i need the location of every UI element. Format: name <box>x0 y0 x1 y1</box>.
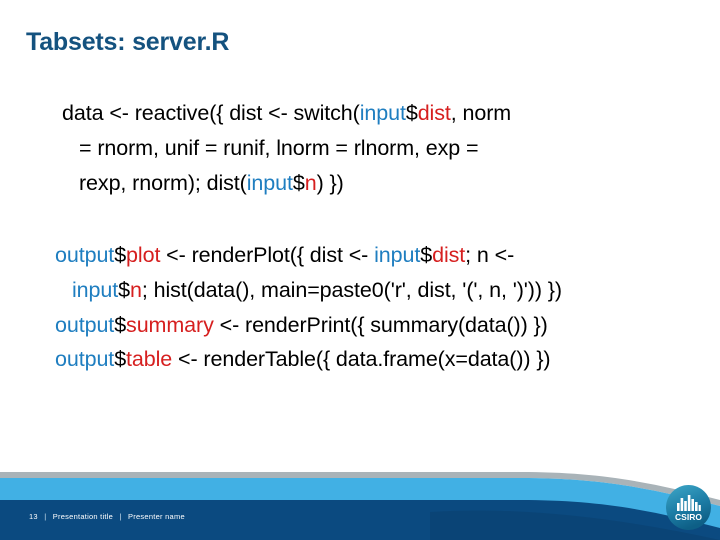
code-token: output <box>55 243 115 267</box>
footer-light-blue-band <box>0 478 720 532</box>
code-token: <- renderTable({ data.frame(x=data()) }) <box>172 347 551 372</box>
code-token: rexp, rnorm); dist( <box>79 170 247 195</box>
code-token: plot <box>126 243 161 267</box>
footer-navy-accent <box>430 510 720 540</box>
code-token: $ <box>114 312 127 337</box>
code-line: = rnorm, unif = runif, lnorm = rlnorm, e… <box>62 131 687 166</box>
code-block-outputs: output$plot <- renderPlot({ dist <- inpu… <box>55 238 695 377</box>
csiro-logo: CSIRO <box>665 484 712 531</box>
slide-number: 13 <box>29 512 38 521</box>
presenter-name: Presenter name <box>128 512 185 521</box>
code-token: dist <box>417 101 451 125</box>
footer-separator-1: | <box>44 512 47 521</box>
code-token: input <box>246 170 293 195</box>
csiro-logo-text: CSIRO <box>675 512 702 522</box>
footer-separator-2: | <box>119 512 122 521</box>
code-token: ; hist(data(), main=paste0('r', dist, '(… <box>141 277 562 302</box>
presentation-title: Presentation title <box>52 512 114 521</box>
code-token: <- renderPrint({ summary(data()) }) <box>213 312 548 337</box>
code-token: output <box>55 312 115 337</box>
code-token: n <box>129 277 142 302</box>
code-token: dist <box>432 243 466 267</box>
code-line: data <- reactive({ dist <- switch(input$… <box>62 96 687 131</box>
code-line: output$table <- renderTable({ data.frame… <box>55 342 695 377</box>
code-token: <- renderPlot({ dist <- <box>160 243 375 267</box>
footer-wave-graphic <box>0 472 720 540</box>
code-token: input <box>72 277 119 302</box>
code-line: output$summary <- renderPrint({ summary(… <box>55 308 695 343</box>
code-token: input <box>359 101 406 125</box>
code-token: , norm <box>450 101 512 125</box>
footer-banner <box>0 466 720 540</box>
code-token: output <box>55 347 115 372</box>
code-token: table <box>126 347 173 372</box>
code-token: $ <box>292 170 305 195</box>
code-token: $ <box>114 243 127 267</box>
code-token: ) }) <box>316 170 344 195</box>
code-token: = rnorm, unif = runif, lnorm = rlnorm, e… <box>79 135 479 160</box>
code-token: summary <box>126 312 214 337</box>
code-line: rexp, rnorm); dist(input$n) }) <box>62 166 687 201</box>
code-token: ; n <- <box>465 243 515 267</box>
code-line: input$n; hist(data(), main=paste0('r', d… <box>55 273 695 308</box>
code-token: $ <box>118 277 130 302</box>
footer-gray-sliver <box>0 472 720 506</box>
code-token: input <box>374 243 421 267</box>
code-token: $ <box>114 347 127 372</box>
code-block-reactive-data: data <- reactive({ dist <- switch(input$… <box>62 96 687 200</box>
code-token: $ <box>405 101 418 125</box>
code-token: data <- reactive({ dist <- switch( <box>62 101 360 125</box>
code-token: n <box>304 170 317 195</box>
code-token: $ <box>420 243 433 267</box>
page-title: Tabsets: server.R <box>26 28 230 56</box>
footer-meta: 13 | Presentation title | Presenter name <box>29 512 185 521</box>
csiro-logo-icon: CSIRO <box>666 485 711 530</box>
code-line: output$plot <- renderPlot({ dist <- inpu… <box>55 238 695 273</box>
